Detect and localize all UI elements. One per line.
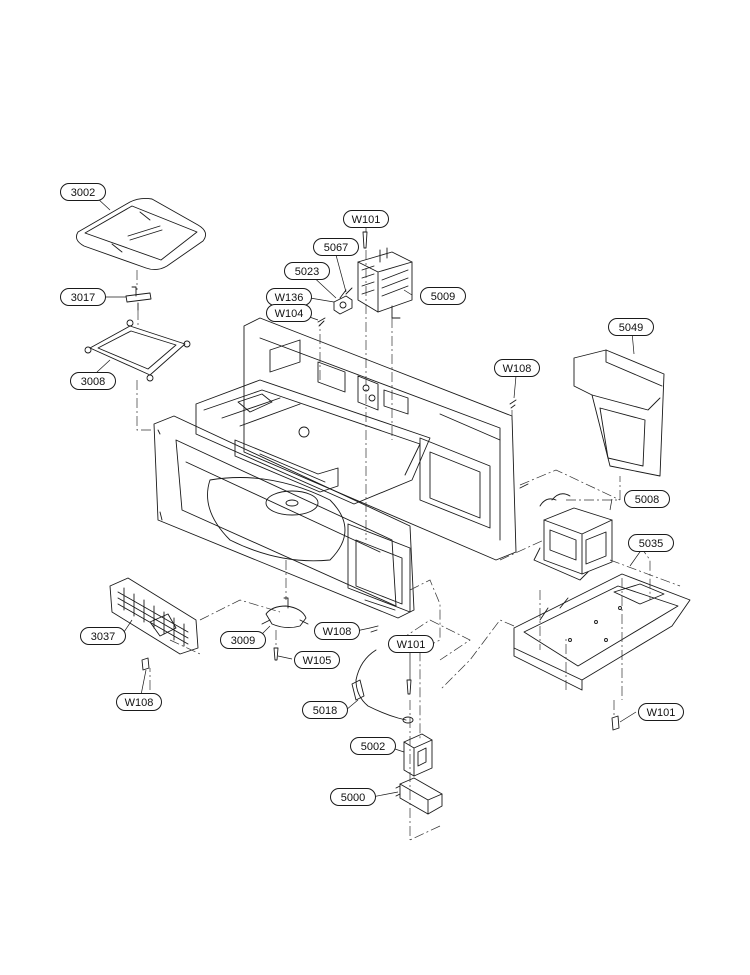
screw-w104 (317, 317, 326, 327)
thermostat-part (333, 287, 353, 315)
vent-cover-part (573, 349, 665, 477)
magnetron-part (357, 247, 413, 319)
callout-3002[interactable]: 3002 (60, 183, 106, 201)
roller-ring-part (84, 319, 191, 382)
callout-w101-top[interactable]: W101 (343, 210, 389, 228)
cavity-top-part (195, 379, 431, 505)
grille-part (109, 577, 199, 655)
screw-w105 (273, 647, 279, 661)
callout-5002[interactable]: 5002 (350, 737, 396, 755)
callout-w104[interactable]: W104 (266, 304, 312, 322)
glass-tray-part (76, 197, 207, 271)
callout-5018[interactable]: 5018 (302, 701, 348, 719)
back-panel-part (243, 317, 517, 561)
callout-3037[interactable]: 3037 (80, 627, 126, 645)
callout-w101-mid[interactable]: W101 (388, 635, 434, 653)
callout-w108-right[interactable]: W108 (494, 359, 540, 377)
callout-5009[interactable]: 5009 (420, 287, 466, 305)
callout-w101-right[interactable]: W101 (638, 703, 684, 721)
turntable-motor-part (261, 597, 309, 629)
callout-w108-left[interactable]: W108 (116, 693, 162, 711)
screw-w108-mid (369, 625, 379, 633)
callout-3017[interactable]: 3017 (60, 288, 106, 306)
screw-w101-mid (406, 679, 412, 695)
coupler-part (125, 286, 152, 311)
callout-5049[interactable]: 5049 (608, 318, 654, 336)
bracket-part (403, 733, 433, 777)
callout-5035[interactable]: 5035 (628, 534, 674, 552)
callout-5023[interactable]: 5023 (284, 262, 330, 280)
screw-w101-top (362, 231, 368, 249)
screw-w108-left (141, 657, 150, 671)
callout-w105[interactable]: W105 (294, 651, 340, 669)
screw-w101-right (611, 715, 620, 731)
callout-5008[interactable]: 5008 (624, 490, 670, 508)
callout-3008[interactable]: 3008 (70, 372, 116, 390)
callout-3009[interactable]: 3009 (220, 631, 266, 649)
cavity-frame-part (153, 415, 415, 619)
callout-5067[interactable]: 5067 (313, 238, 359, 256)
callout-w108-mid[interactable]: W108 (314, 622, 360, 640)
screw-w108-right (509, 399, 517, 409)
transformer-part (519, 483, 613, 581)
base-plate-part (513, 573, 691, 691)
callout-5000[interactable]: 5000 (330, 788, 376, 806)
switch-part (395, 777, 443, 815)
wire-harness-part (351, 649, 414, 724)
